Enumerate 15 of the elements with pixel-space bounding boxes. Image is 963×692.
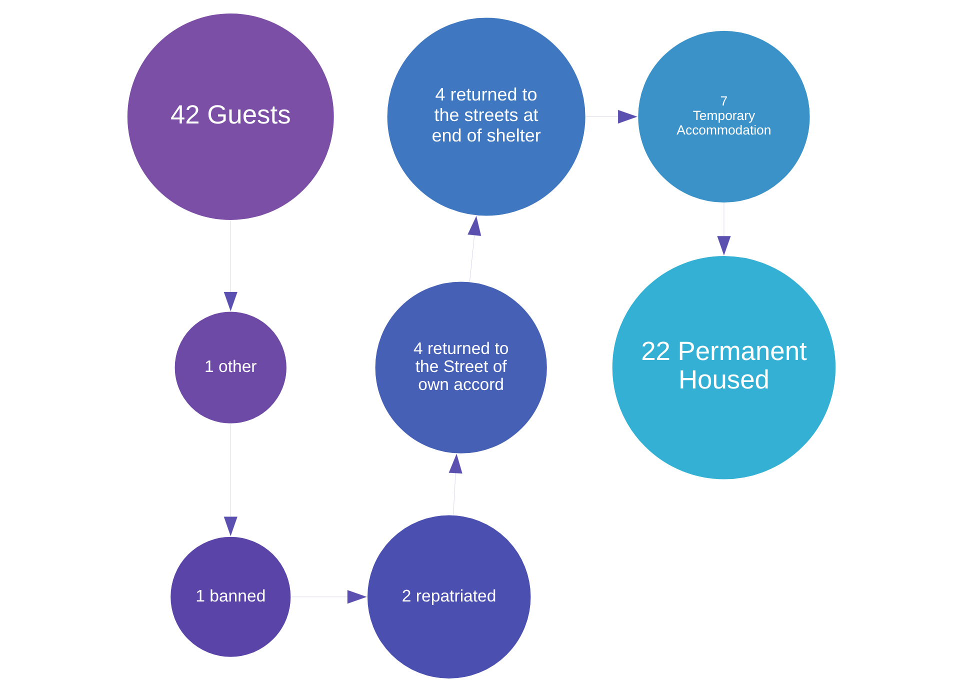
node-circle: 1 other bbox=[174, 310, 288, 425]
node-circle: 1 banned bbox=[169, 536, 292, 658]
arrow bbox=[717, 203, 731, 256]
node-circle: 7 Temporary Accommodation bbox=[636, 30, 811, 204]
arrow bbox=[586, 110, 638, 124]
node-circle: 2 repatriated bbox=[366, 514, 532, 680]
node-circle: 4 returned to the Street of own accord bbox=[374, 280, 548, 455]
arrow bbox=[224, 424, 238, 536]
node-circle: 22 Permanent Housed bbox=[611, 254, 837, 480]
node-circle: 4 returned to the streets at end of shelter bbox=[386, 16, 587, 217]
arrow bbox=[448, 454, 462, 515]
node-circle: 42 Guests bbox=[126, 12, 336, 222]
arrow bbox=[292, 590, 367, 604]
arrow bbox=[224, 220, 238, 312]
arrow bbox=[468, 216, 482, 282]
